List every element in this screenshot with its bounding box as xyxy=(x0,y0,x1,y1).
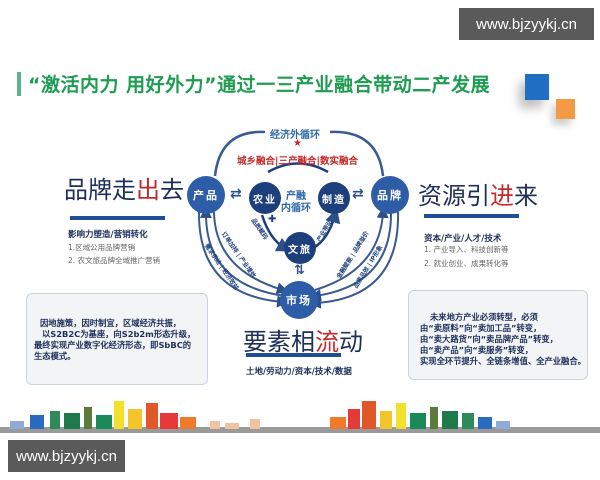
right-heading-red: 进 xyxy=(490,182,514,210)
left-subtitle: 影响力塑造/营销转化 xyxy=(68,230,148,240)
title-accent-bar xyxy=(17,72,21,96)
bottom-subtitle: 土地/劳动力/资本/技术/数据 xyxy=(246,367,352,377)
fusion-label: 城乡融合|三产融合|数实融合 xyxy=(237,156,358,167)
left-note-line: 因地施策，因时制宜，区域经济共振， xyxy=(40,318,182,328)
bottom-heading-pre: 要素相 xyxy=(243,328,315,356)
right-heading: 资源引进来 xyxy=(418,176,538,211)
decor-orange-square xyxy=(556,99,575,119)
plus-icon: ✚ xyxy=(268,214,277,225)
left-note-line: 最终实现产业数字化经济形态，即SbBC的 xyxy=(34,340,192,350)
right-item: 1. 产业导入、科技创新等 xyxy=(424,245,509,254)
right-heading-post: 来 xyxy=(514,182,538,210)
left-item: 1.区域公用品牌营销 xyxy=(68,243,136,252)
node-brand: 品牌 xyxy=(371,176,409,214)
updown-arrow-icon: ⇅ xyxy=(294,263,305,278)
node-product: 产品 xyxy=(187,176,225,214)
node-culture-tourism: 文旅 xyxy=(284,232,316,264)
right-note-box xyxy=(408,290,588,380)
right-underline xyxy=(424,214,519,218)
city-skyline-decor xyxy=(0,401,600,433)
star-icon: ★ xyxy=(293,138,302,149)
inner-loop-label-1: 产融 xyxy=(286,191,306,202)
left-note-line: 以S2B2C为基座，向S2b2m形态升级， xyxy=(42,329,196,339)
decor-blue-square xyxy=(525,74,549,100)
right-note-line: 实现全环节提升、全链条增值、全产业融合。 xyxy=(420,356,586,366)
page-title: “激活内力 用好外力”通过一三产业融合带动二产发展 xyxy=(28,74,491,96)
right-note-line: 由“卖大路货”向“卖品牌产品”转变， xyxy=(420,334,558,344)
right-subtitle: 资本/产业/人才/技术 xyxy=(424,234,502,244)
bottom-underline xyxy=(246,353,341,357)
node-agriculture: 农业 xyxy=(249,182,281,214)
right-item: 2. 就业创业、成果转化等 xyxy=(424,259,509,268)
right-note-line: 未来地方产业必须转型，必须 xyxy=(430,312,538,322)
watermark-bottom: www.bjzyykj.cn xyxy=(8,440,125,472)
left-heading-post: 去 xyxy=(160,176,184,204)
left-heading-pre: 品牌走 xyxy=(64,176,136,204)
left-heading: 品牌走出去 xyxy=(64,170,184,205)
swap-arrow-icon: ⇄ xyxy=(230,186,242,202)
node-manufacturing: 制造 xyxy=(318,182,350,214)
left-note-box xyxy=(26,293,208,385)
right-note-line: 由“卖原料”向“卖加工品”转变， xyxy=(420,323,542,333)
left-item: 2. 农文旅品牌全域推广营销 xyxy=(68,256,161,265)
bottom-heading-red: 流 xyxy=(315,328,339,356)
right-heading-pre: 资源引 xyxy=(418,182,490,210)
inner-loop-label-2: 内循环 xyxy=(281,203,311,214)
right-note-line: 由“卖产品”向“卖服务”转变， xyxy=(420,345,534,355)
swap-arrow-icon: ⇄ xyxy=(352,186,364,202)
outer-loop-label: 经济外循环 xyxy=(270,130,320,141)
bottom-heading-post: 动 xyxy=(339,328,363,356)
left-underline xyxy=(70,216,165,220)
node-market: 市场 xyxy=(280,281,318,319)
watermark-top: www.bjzyykj.cn xyxy=(459,8,594,40)
left-heading-red: 出 xyxy=(136,176,160,204)
bottom-heading: 要素相流动 xyxy=(243,322,363,357)
left-note-line: 生态模式。 xyxy=(34,351,76,361)
